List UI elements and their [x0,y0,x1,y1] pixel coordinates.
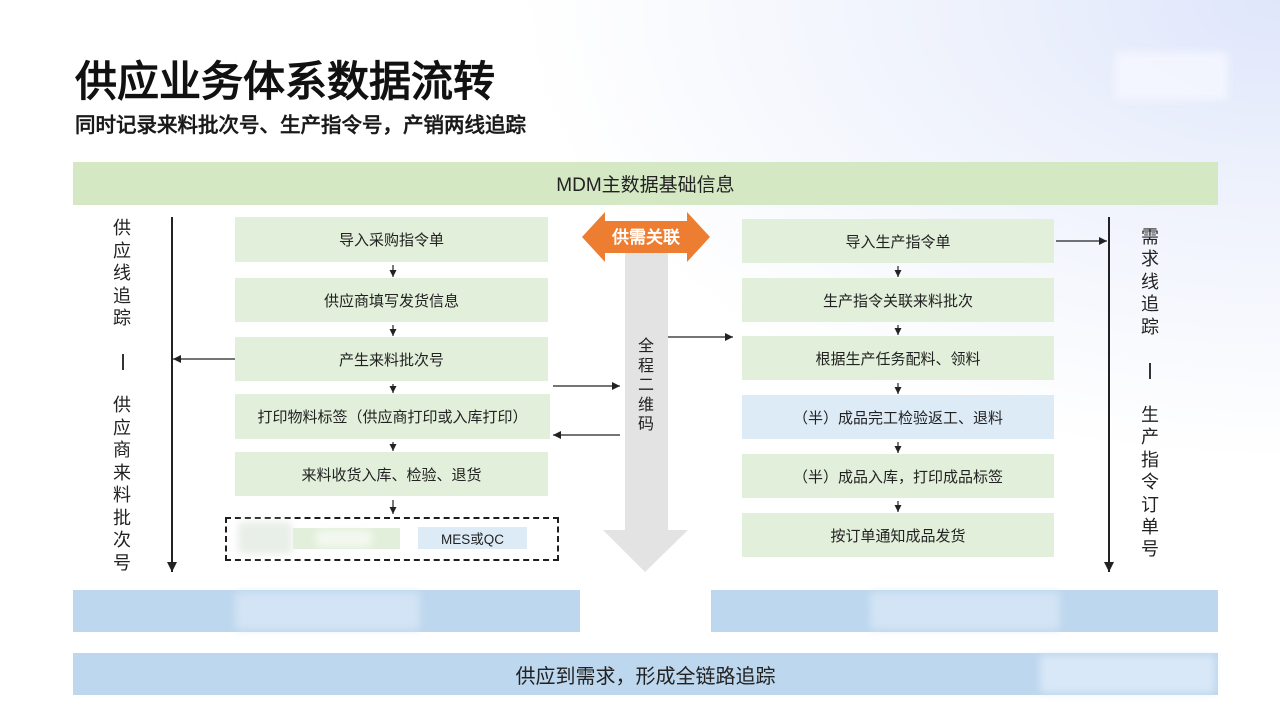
supply-step-1: 导入采购指令单 [235,217,548,262]
demand-step-5: （半）成品入库，打印成品标签 [742,454,1054,498]
blurred-region [1115,52,1228,100]
demand-step-3: 根据生产任务配料、领料 [742,336,1054,380]
supply-trace-label: 供应线追踪 [113,218,131,328]
mdm-bar-label: MDM主数据基础信息 [556,175,735,196]
supply-step-label: 来料收货入库、检验、退货 [301,466,482,484]
link-badge-label: 供需关联 [611,227,680,247]
demand-step-label: 根据生产任务配料、领料 [815,350,981,368]
demand-step-1: 导入生产指令单 [742,219,1054,263]
supply-step-label: 产生来料批次号 [338,351,444,369]
demand-step-label: （半）成品完工检验返工、退料 [792,409,1003,427]
blurred-region [1040,655,1215,693]
full-chain-summary-bar: 供应到需求，形成全链路追踪 [73,653,1218,695]
supply-step-2: 供应商填写发货信息 [235,278,548,322]
supply-step-label: 打印物料标签（供应商打印或入库打印） [257,409,528,426]
legend [225,517,559,561]
demand-step-label: 按订单通知成品发货 [830,527,966,545]
supplier-batch-label: 供应商来料批次号 [113,395,131,573]
demand-step-2: 生产指令关联来料批次 [742,278,1054,322]
blurred-region [870,592,1060,630]
full-chain-summary-label: 供应到需求，形成全链路追踪 [515,665,776,688]
supply-step-4: 打印物料标签（供应商打印或入库打印） [235,394,550,439]
supply-step-label: 导入采购指令单 [338,232,444,249]
legend-blue-swatch: MES或QC [418,527,527,549]
supply-step-label: 供应商填写发货信息 [323,292,459,310]
supply-step-3: 产生来料批次号 [235,337,548,381]
supply-step-5: 来料收货入库、检验、退货 [235,452,548,496]
blurred-region [316,530,372,547]
demand-trace-label: 需求线追踪 [1141,227,1159,337]
supply-demand-link-badge: 供需关联 [582,212,710,262]
page-title: 供应业务体系数据流转 [75,58,496,105]
demand-step-6: 按订单通知成品发货 [742,513,1054,557]
demand-step-4: （半）成品完工检验返工、退料 [742,395,1054,439]
mdm-bar: MDM主数据基础信息 [73,162,1218,205]
blurred-region [238,522,292,554]
demand-step-label: 导入生产指令单 [845,233,951,251]
production-order-label: 生产指令订单号 [1141,405,1159,560]
page-subtitle: 同时记录来料批次号、生产指令号，产销两线追踪 [75,114,526,137]
demand-step-label: 生产指令关联来料批次 [822,292,973,310]
label-divider [1149,363,1151,379]
qr-flow-arrow [603,222,688,572]
demand-step-label: （半）成品入库，打印成品标签 [792,468,1003,486]
legend-blue-label: MES或QC [440,532,504,547]
qr-code-label: 全程二维码 [637,338,654,433]
label-divider [122,354,124,370]
blurred-region [235,592,420,630]
double-arrow-icon [582,212,710,262]
